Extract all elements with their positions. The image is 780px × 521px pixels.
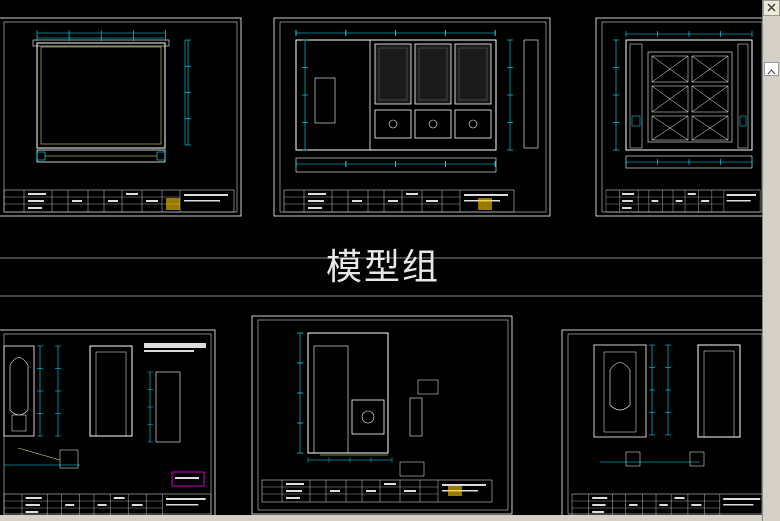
- scroll-thumb[interactable]: [764, 62, 779, 76]
- sheet-cabinet-elevation-1: [0, 17, 242, 217]
- layout-tabs-bar: [0, 515, 762, 521]
- sheet-panel-door-elevation: [595, 17, 767, 217]
- cad-drawing: [0, 17, 767, 521]
- sheet-cabinet-elevation-2: [251, 315, 513, 515]
- watermark: 模型组: [326, 247, 441, 288]
- sheet-wardrobe-elevation: [273, 17, 551, 217]
- vertical-scrollbar[interactable]: [762, 0, 780, 521]
- sheet-door-elevation-left: [0, 329, 216, 521]
- close-icon[interactable]: [763, 0, 780, 16]
- sheet-door-elevation-right: [561, 329, 767, 521]
